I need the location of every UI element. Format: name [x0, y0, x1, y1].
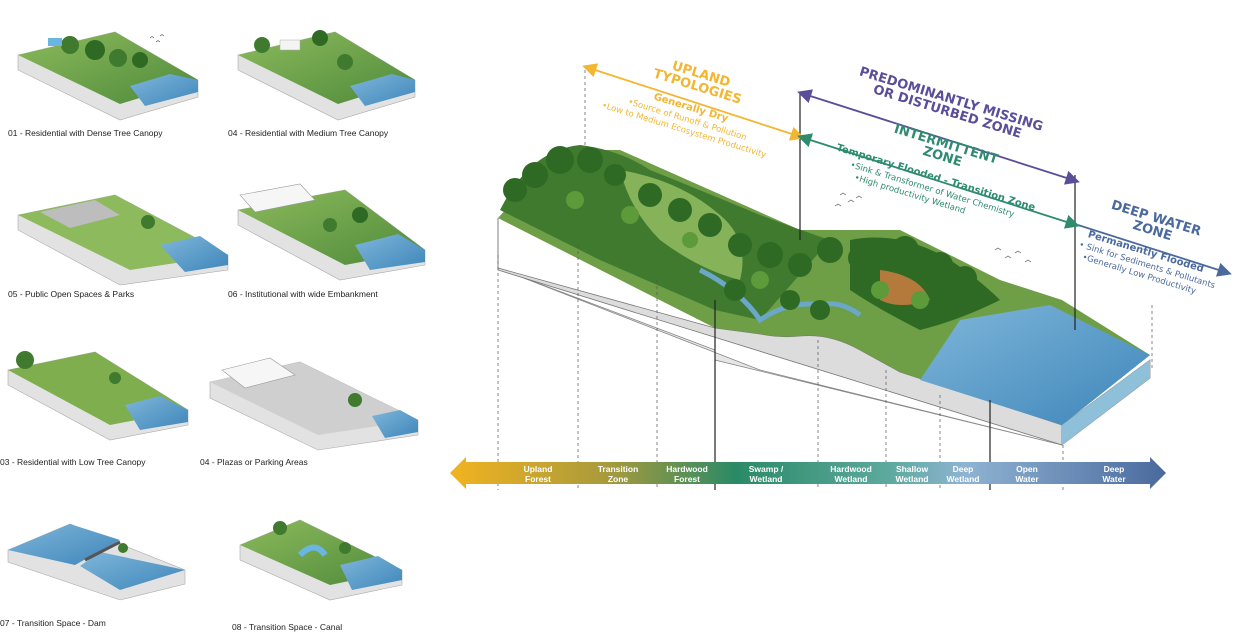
thumbnail-caption: 04 - Residential with Medium Tree Canopy — [228, 128, 389, 138]
thumbnail-01 — [17, 31, 199, 121]
thumbnail-04 — [237, 183, 426, 281]
thumbnail-07 — [7, 523, 186, 601]
thumbnail-caption: 04 - Plazas or Parking Areas — [200, 457, 308, 467]
deep-label-group: DEEP WATERZONE Permanently Flooded • Sin… — [1078, 198, 1217, 297]
upland-arrow — [582, 63, 805, 141]
intermittent-arrow — [797, 133, 1080, 229]
thumbnail-06 — [209, 357, 419, 451]
bird-flock-icon — [149, 34, 1032, 263]
thumbnail-03 — [17, 194, 229, 286]
thumbnail-caption: 06 - Institutional with wide Embankment — [228, 289, 378, 299]
gradient-band-arrow — [450, 457, 1166, 489]
thumbnail-caption: 05 - Public Open Spaces & Parks — [8, 289, 135, 299]
thumbnail-caption: 07 - Transition Space - Dam — [0, 618, 106, 628]
thumbnail-08 — [239, 519, 403, 601]
thumbnail-caption: 01 - Residential with Dense Tree Canopy — [8, 128, 163, 138]
thumbnail-caption: 08 - Transition Space - Canal — [232, 622, 343, 632]
predominant-label-group: PREDOMINANTLY MISSINGOR DISTURBED ZONE — [854, 65, 1045, 148]
main-landscape-block — [497, 145, 1151, 446]
predominant-title: PREDOMINANTLY MISSINGOR DISTURBED ZONE — [854, 65, 1045, 148]
thumbnail-caption: 03 - Residential with Low Tree Canopy — [0, 457, 146, 467]
deep-arrow — [1077, 224, 1232, 277]
thumbnail-02 — [237, 30, 416, 121]
thumbnail-05 — [7, 351, 189, 441]
band-label: Swamp /Wetland — [749, 464, 784, 484]
